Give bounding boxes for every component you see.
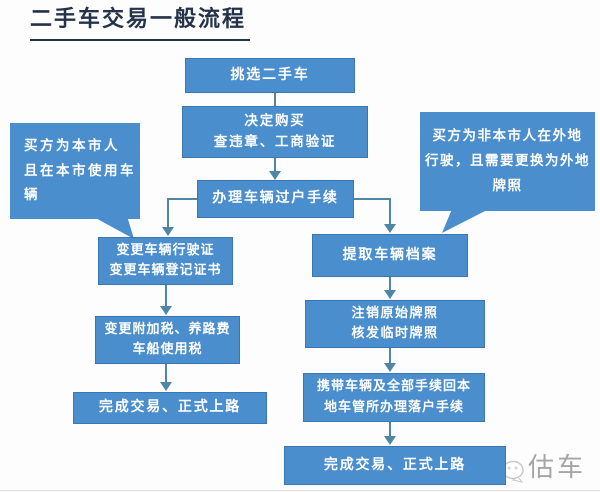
node-complete-right: 完成交易、正式上路 xyxy=(284,446,506,485)
node-cancel-plate: 注销原始牌照 核发临时牌照 xyxy=(305,300,485,348)
callout-local-tail xyxy=(92,216,134,239)
watermark-brand: 估车网 xyxy=(528,453,587,492)
node-complete-left: 完成交易、正式上路 xyxy=(73,392,267,424)
node-return-local: 携带车辆及全部手续回本 地车管所办理落户手续 xyxy=(303,373,485,422)
connector-left-2 xyxy=(160,364,172,391)
node-decide-buy: 决定购买 查违章、工商验证 xyxy=(182,106,368,158)
connector-right-3 xyxy=(384,422,396,445)
connector-transfer-left xyxy=(162,198,197,236)
node-transfer-procedure: 办理车辆过户手续 xyxy=(197,180,354,218)
footer-divider xyxy=(0,490,600,491)
node-change-tax: 变更附加税、养路费 车船使用税 xyxy=(95,316,240,364)
node-change-license: 变更车辆行驶证 变更车辆登记证书 xyxy=(98,237,233,285)
node-pick-car: 挑选二手车 xyxy=(185,58,355,93)
connector-decide-transfer xyxy=(269,158,281,180)
page-title: 二手车交易一般流程 xyxy=(30,6,251,41)
connector-right-2 xyxy=(384,348,396,372)
connector-transfer-right xyxy=(354,198,396,233)
callout-nonlocal-tail xyxy=(442,209,489,233)
connector-left-1 xyxy=(160,285,172,315)
connector-right-1 xyxy=(384,277,396,299)
callout-local-buyer: 买方为本市人 且在本市使用车 辆 xyxy=(10,123,140,219)
node-extract-file: 提取车辆档案 xyxy=(312,234,468,277)
callout-nonlocal-buyer: 买方为非本市人在外地 行驶，且需要更换为外地 牌照 xyxy=(420,112,595,211)
